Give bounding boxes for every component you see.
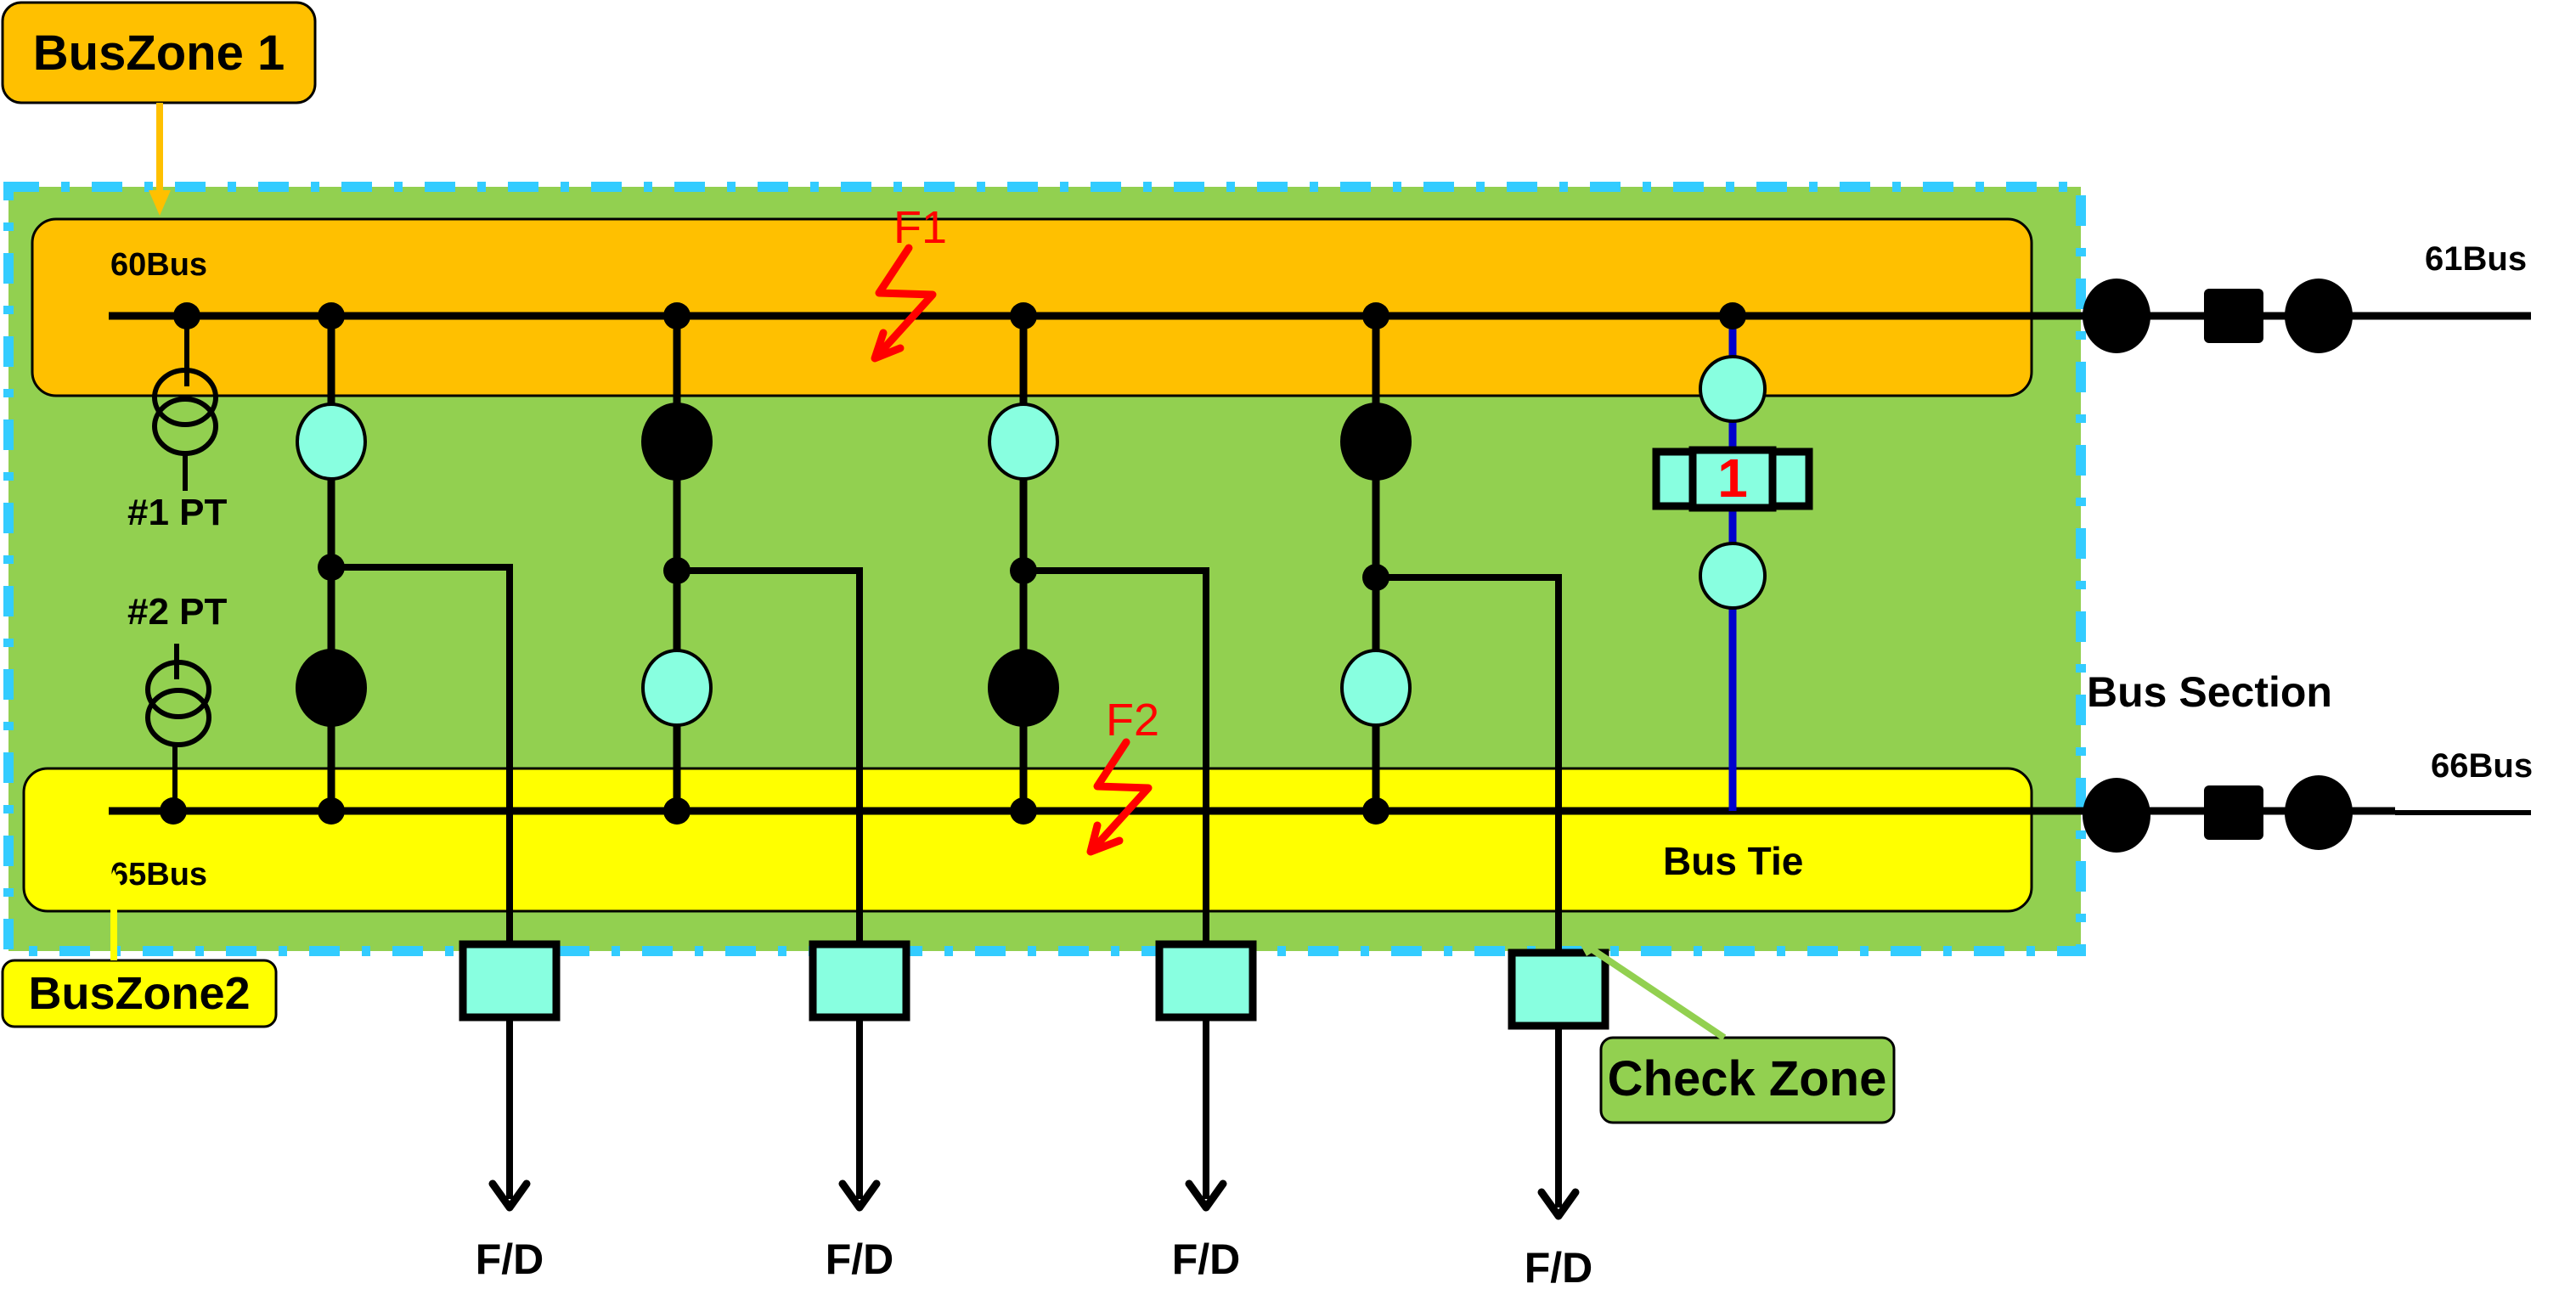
feeder-label: F/D (826, 1236, 894, 1283)
feeder-node-bottom (1010, 797, 1037, 825)
section-disconnector-66-a (2083, 778, 2150, 853)
feeder-label: F/D (1172, 1236, 1241, 1283)
bus-66-label: 66Bus (2431, 747, 2533, 785)
bus-zone-2-callout-text: BusZone2 (28, 968, 250, 1019)
feeder-disconnector-lower (296, 649, 367, 727)
section-disconnector-61-b (2285, 279, 2353, 353)
feeder-label: F/D (476, 1236, 544, 1283)
feeder-branch-line (1023, 567, 1209, 944)
feeder-node-top (663, 302, 691, 329)
bus-section-66 (2083, 775, 2353, 853)
bus-zone-2-area (22, 767, 2033, 913)
bus-61-label: 61Bus (2425, 240, 2527, 278)
feeder-breaker (1508, 949, 1609, 1030)
pt2-label: #2 PT (127, 591, 228, 633)
feeder-disconnector-upper (296, 402, 367, 481)
fault-f1-label: F1 (893, 202, 947, 253)
pt2-transformer (145, 644, 211, 825)
feeder-label: F/D (1525, 1244, 1593, 1292)
feeder-branch-line (331, 564, 513, 944)
bus-tie-bay (1652, 302, 1813, 811)
feeder-node-top (1362, 302, 1389, 329)
pt1-transformer (152, 302, 218, 491)
feeder-disconnector-lower (1340, 649, 1412, 727)
check-zone-callout-text: Check Zone (1608, 1051, 1887, 1106)
bus-zone-1-callout-text: BusZone 1 (33, 25, 285, 81)
section-disconnector-61-a (2083, 279, 2150, 353)
feeder-arrow-icon (1185, 1179, 1227, 1212)
section-breaker-61 (2204, 289, 2263, 343)
feeder-disconnector-upper (641, 402, 713, 481)
fault-f2-icon (1086, 738, 1153, 856)
check-zone-callout (1599, 1036, 1896, 1124)
feeder-disconnector-upper (988, 402, 1059, 481)
feeder-branch-line (1376, 574, 1562, 953)
feeder-disconnector-lower (641, 649, 713, 727)
feeder-node-top (318, 302, 345, 329)
bus-zone-2-arrow-head (105, 870, 122, 888)
bus-tie-node-top (1719, 302, 1746, 329)
bus-tie-label: Bus Tie (1663, 839, 1803, 883)
bus-zone-1-arrow-head (149, 190, 171, 216)
feeder-arrow-icon (1537, 1188, 1580, 1220)
bus-tie-breaker-number: 1 (1717, 448, 1748, 509)
feeder-node-bottom (663, 797, 691, 825)
feeder-breaker (459, 940, 561, 1022)
feeder-arrow-icon (838, 1179, 881, 1212)
pt1-label: #1 PT (127, 492, 228, 533)
feeder-node-top (1010, 302, 1037, 329)
fault-f1-icon (871, 244, 937, 363)
check-zone-arrow-head (1575, 936, 1605, 956)
feeder-breaker (809, 940, 910, 1022)
bus-section-label: Bus Section (2087, 668, 2332, 716)
feeder-node-bottom (318, 797, 345, 825)
fault-f2-label: F2 (1106, 695, 1159, 746)
feeder-bays: F/D F/D F/D F/D (296, 302, 1609, 1292)
bus-60-label: 60Bus (110, 247, 207, 283)
feeder-branch-line (677, 567, 863, 944)
bus-zone-2-callout (1, 959, 278, 1028)
feeder-breaker (1155, 940, 1257, 1022)
bus-tie-disconnector-upper (1699, 355, 1767, 423)
section-disconnector-66-b (2285, 775, 2353, 850)
feeder-disconnector-upper (1340, 402, 1412, 481)
feeder-disconnector-lower (988, 649, 1059, 727)
check-zone-arrow (1586, 943, 1727, 1041)
section-breaker-66 (2204, 785, 2263, 840)
bus-65-label: 65Bus (110, 857, 207, 892)
feeder-arrow-icon (488, 1179, 531, 1212)
feeder-node-bottom (1362, 797, 1389, 825)
bus-tie-disconnector-lower (1699, 542, 1767, 610)
bus-section-61 (2083, 279, 2353, 353)
